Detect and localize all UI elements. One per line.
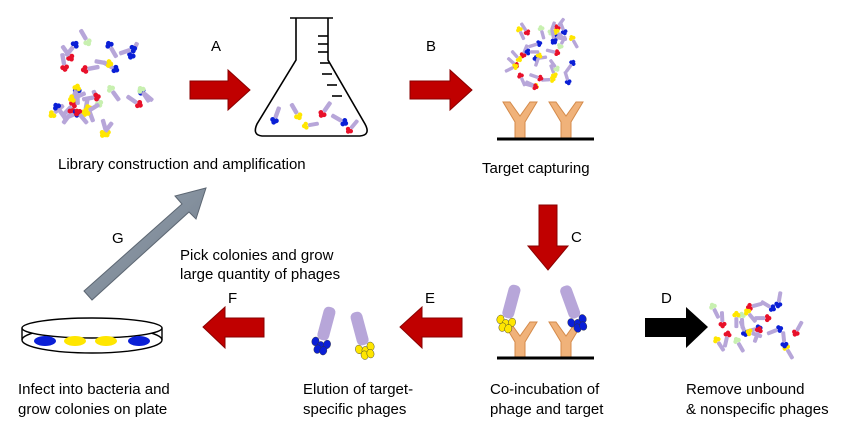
phage-icon <box>569 35 579 49</box>
phage-icon <box>137 85 151 103</box>
phage-icon <box>301 121 319 130</box>
phage-icon <box>516 26 526 41</box>
phage-icon <box>94 59 114 68</box>
arrow-f <box>202 305 265 350</box>
phage-icon <box>534 52 543 67</box>
phage-icon <box>524 82 539 91</box>
antibody-icon <box>548 101 584 139</box>
phage-icon <box>760 300 776 312</box>
flask-phages <box>270 101 359 134</box>
phage-icon <box>766 325 784 336</box>
elution-caption-line1: Elution of target- <box>303 381 414 398</box>
pick-colonies-caption-line2: large quantity of phages <box>180 266 341 283</box>
phage-icon <box>780 331 789 349</box>
step-d-label: D <box>661 290 672 307</box>
phage-icon <box>318 101 332 118</box>
bound-phages <box>496 284 588 334</box>
phage-icon <box>550 29 558 45</box>
phage-icon <box>519 44 529 59</box>
phage-icon <box>270 106 281 125</box>
phage-library-cloud <box>48 28 154 138</box>
step-f-label: F <box>228 290 238 307</box>
remove-caption-line2: & nonspecific phages <box>686 401 829 418</box>
unbound-phage-cloud <box>709 291 804 360</box>
antibody-icon <box>502 101 538 139</box>
step-a-label: A <box>211 38 222 55</box>
phage-icon <box>68 91 86 103</box>
phage-icon <box>549 59 560 72</box>
phage-icon <box>560 285 588 333</box>
phage-icon <box>545 48 561 57</box>
arrow-g <box>83 187 207 301</box>
infect-caption-line1: Infect into bacteria and <box>18 381 170 398</box>
arrow-a <box>189 68 251 112</box>
arrow-d <box>645 307 708 348</box>
infect-caption-line2: grow colonies on plate <box>18 401 168 418</box>
phage-icon <box>118 44 138 56</box>
phage-icon <box>99 121 114 138</box>
phage-icon <box>105 40 118 59</box>
phage-icon <box>80 64 100 74</box>
phage-icon <box>718 311 727 329</box>
phage-icon <box>82 103 100 116</box>
phage-icon <box>774 291 783 309</box>
phage-icon <box>754 314 772 323</box>
phage-icon <box>79 28 92 47</box>
step-b-label: B <box>426 38 437 55</box>
phage-icon <box>745 301 763 311</box>
phage-icon <box>496 284 521 334</box>
phage-icon <box>350 311 375 360</box>
phage-icon <box>64 40 79 57</box>
phage-icon <box>792 320 804 337</box>
phage-icon <box>510 50 522 63</box>
phage-icon <box>713 336 726 352</box>
remove-caption-line1: Remove unbound <box>686 381 805 398</box>
eluted-phages <box>311 306 375 360</box>
step-c-label: C <box>571 229 582 246</box>
elution-caption-line2: specific phages <box>303 401 407 418</box>
petri-dish-icon <box>21 317 163 354</box>
phage-icon <box>289 102 303 121</box>
pick-colonies-caption-line1: Pick colonies and grow <box>180 247 334 264</box>
phage-icon <box>733 336 745 353</box>
phage-icon <box>126 94 143 109</box>
phage-icon <box>106 84 121 102</box>
phage-icon <box>529 73 544 82</box>
phage-icon <box>563 70 572 86</box>
phage-icon <box>520 22 531 36</box>
arrow-b <box>409 68 473 112</box>
phage-icon <box>74 108 89 125</box>
phage-icon <box>540 76 556 83</box>
phage-icon <box>330 113 349 127</box>
antibody-pair-top <box>497 101 594 141</box>
target-capturing-caption: Target capturing <box>482 160 590 177</box>
phage-icon <box>345 119 359 134</box>
phage-icon <box>745 328 763 339</box>
phage-icon <box>722 330 732 348</box>
phage-icon <box>537 25 546 40</box>
coincubation-caption-line2: phage and target <box>490 401 604 418</box>
phage-icon <box>524 48 540 56</box>
phage-icon <box>60 53 69 72</box>
phage-icon <box>732 310 741 329</box>
arrow-c <box>526 204 570 271</box>
coincubation-caption-line1: Co-incubation of <box>490 381 600 398</box>
library-caption: Library construction and amplification <box>58 156 306 173</box>
phage-icon <box>527 40 543 49</box>
phage-icon <box>709 302 720 319</box>
phage-icon <box>558 21 568 36</box>
arrow-e <box>399 305 463 350</box>
phage-icon <box>565 59 576 73</box>
phage-target-cloud <box>504 17 579 91</box>
step-g-label: G <box>112 230 124 247</box>
phage-icon <box>504 63 519 73</box>
phage-icon <box>744 308 757 323</box>
flask-icon <box>254 17 368 137</box>
phage-icon <box>70 83 82 102</box>
phage-icon <box>311 306 336 356</box>
step-e-label: E <box>425 290 436 307</box>
